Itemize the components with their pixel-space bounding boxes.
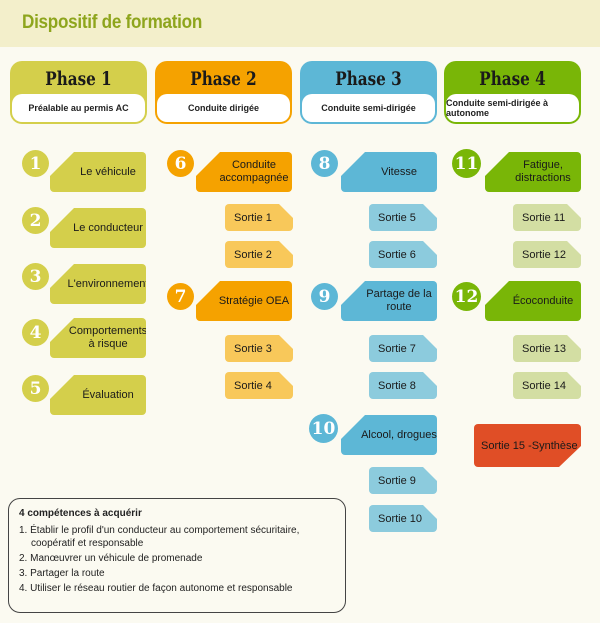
sortie-box: Sortie 10 xyxy=(369,505,437,532)
module-number: 6 xyxy=(167,150,194,177)
sortie-box: Sortie 14 xyxy=(513,372,581,399)
phase-subtitle: Préalable au permis AC xyxy=(12,94,145,122)
module-number: 8 xyxy=(311,150,338,177)
phase-title: Phase 4 xyxy=(479,68,546,90)
phase-subtitle: Conduite semi-dirigée xyxy=(302,94,435,122)
phase-subtitle: Conduite semi-dirigée à autonome xyxy=(446,94,579,122)
phase-4-header: Phase 4 Conduite semi-dirigée à autonome xyxy=(444,61,581,124)
sortie-box: Sortie 7 xyxy=(369,335,437,362)
module-tag: Écoconduite xyxy=(485,281,581,321)
page-title: Dispositif de formation xyxy=(22,12,202,33)
sortie-box: Sortie 12 xyxy=(513,241,581,268)
module-number: 11 xyxy=(452,149,481,178)
module-number: 9 xyxy=(311,283,338,310)
module-number: 4 xyxy=(22,319,49,346)
module-tag: Stratégie OEA xyxy=(196,281,292,321)
module-number: 10 xyxy=(309,414,338,443)
module-number: 2 xyxy=(22,207,49,234)
module-number: 5 xyxy=(22,375,49,402)
module-number: 7 xyxy=(167,283,194,310)
competences-box: 4 compétences à acquérir 1. Établir le p… xyxy=(8,498,346,613)
sortie-15-synthese: Sortie 15 -Synthèse xyxy=(474,424,581,467)
sortie-box: Sortie 6 xyxy=(369,241,437,268)
phase-subtitle: Conduite dirigée xyxy=(157,94,290,122)
module-tag: Évaluation xyxy=(50,375,146,415)
phase-title: Phase 2 xyxy=(190,68,257,90)
phase-1-header: Phase 1 Préalable au permis AC xyxy=(10,61,147,124)
sortie-box: Sortie 9 xyxy=(369,467,437,494)
module-tag: Conduite accompagnée xyxy=(196,152,292,192)
header-band: Dispositif de formation xyxy=(0,0,600,47)
phase-3-header: Phase 3 Conduite semi-dirigée xyxy=(300,61,437,124)
module-tag: Partage de la route xyxy=(341,281,437,321)
competence-item: 4. Utiliser le réseau routier de façon a… xyxy=(19,583,293,594)
competence-item: 1. Établir le profil d'un conducteur au … xyxy=(19,525,300,549)
phase-title: Phase 3 xyxy=(335,68,402,90)
competence-item: 2. Manœuvrer un véhicule de promenade xyxy=(19,553,203,564)
module-tag: Le véhicule xyxy=(50,152,146,192)
competences-title: 4 compétences à acquérir xyxy=(19,508,142,519)
module-tag: Fatigue, distractions xyxy=(485,152,581,192)
module-tag: Vitesse xyxy=(341,152,437,192)
module-tag: Le conducteur xyxy=(50,208,146,248)
sortie-box: Sortie 3 xyxy=(225,335,293,362)
sortie-box: Sortie 11 xyxy=(513,204,581,231)
competence-item: 3. Partager la route xyxy=(19,568,105,579)
module-tag: L'environnement xyxy=(50,264,146,304)
sortie-box: Sortie 2 xyxy=(225,241,293,268)
module-tag: Alcool, drogues xyxy=(341,415,437,455)
module-tag: Comportements à risque xyxy=(50,318,146,358)
sortie-box: Sortie 4 xyxy=(225,372,293,399)
module-number: 1 xyxy=(22,150,49,177)
phase-2-header: Phase 2 Conduite dirigée xyxy=(155,61,292,124)
sortie-box: Sortie 5 xyxy=(369,204,437,231)
module-number: 3 xyxy=(22,263,49,290)
module-number: 12 xyxy=(452,282,481,311)
phase-title: Phase 1 xyxy=(45,68,112,90)
sortie-box: Sortie 1 xyxy=(225,204,293,231)
sortie-box: Sortie 8 xyxy=(369,372,437,399)
sortie-box: Sortie 13 xyxy=(513,335,581,362)
